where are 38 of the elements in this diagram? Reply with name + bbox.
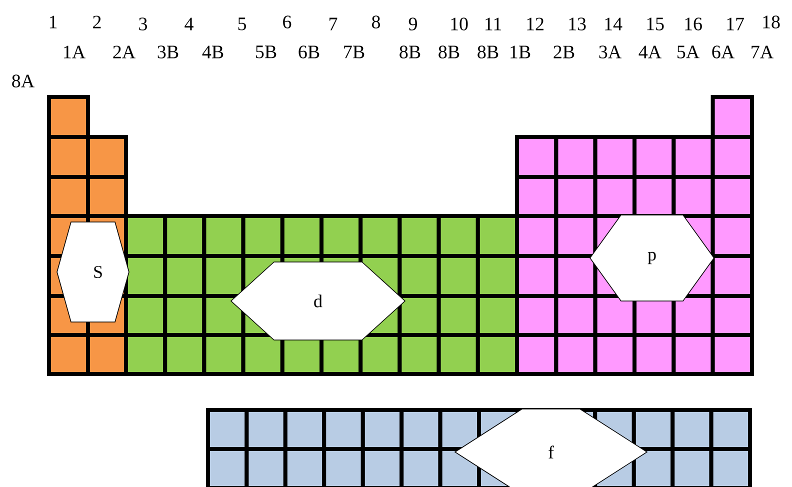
group-number: 9 — [408, 18, 417, 30]
group-number: 3 — [139, 18, 147, 30]
group-number: 12 — [527, 18, 544, 30]
group-number: 14 — [605, 18, 622, 30]
group-label: 7B — [344, 46, 364, 58]
group-number: 13 — [569, 18, 586, 30]
group-number: 16 — [685, 18, 702, 30]
block-hexagon: p — [590, 214, 714, 302]
group-label: 4A — [638, 46, 662, 58]
group-label: 4B — [202, 46, 224, 58]
group-label: 8B — [438, 46, 460, 58]
group-number: 4 — [184, 18, 194, 30]
group-label: 2A — [113, 46, 136, 58]
group-number: 18 — [763, 16, 780, 28]
group-number: 15 — [647, 18, 664, 30]
group-number: 5 — [238, 18, 246, 30]
group-label: 3A — [599, 46, 622, 58]
group-number: 7 — [330, 18, 338, 30]
group-number: 10 — [451, 18, 468, 30]
group-label: 1B — [510, 46, 530, 58]
group-label: 8A — [12, 74, 34, 88]
group-label: 7A — [752, 46, 774, 58]
group-label: 6B — [298, 46, 320, 58]
group-number: 17 — [727, 18, 744, 30]
group-number: 2 — [93, 16, 101, 28]
group-label: 2B — [554, 46, 574, 58]
group-number: 6 — [283, 16, 292, 28]
group-label: 8B — [400, 46, 420, 58]
group-number: 1 — [50, 16, 57, 28]
group-label: 1A — [64, 46, 86, 58]
group-label: 6A — [712, 46, 734, 58]
group-label: 5B — [256, 46, 276, 58]
group-label: 3B — [158, 46, 178, 58]
group-number: 11 — [486, 18, 502, 30]
group-label: 8B — [478, 46, 498, 58]
group-label: 5A — [678, 46, 700, 58]
block-hexagon: S — [56, 222, 130, 322]
group-number: 8 — [372, 16, 380, 28]
